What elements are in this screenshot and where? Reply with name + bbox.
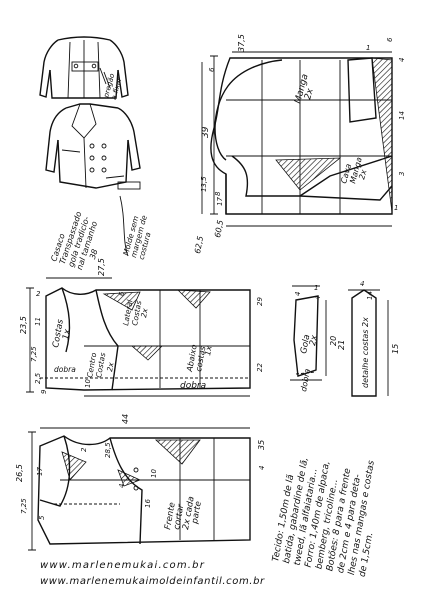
svg-text:1: 1 <box>394 204 398 212</box>
svg-text:2x: 2x <box>357 168 368 180</box>
svg-text:39: 39 <box>201 126 211 138</box>
svg-text:17: 17 <box>36 467 44 476</box>
svg-text:16: 16 <box>144 499 152 508</box>
svg-text:Costas: Costas <box>130 300 143 326</box>
svg-text:costas: costas <box>194 346 207 373</box>
svg-text:dobra: dobra <box>180 381 206 391</box>
svg-text:23,5: 23,5 <box>19 316 28 334</box>
svg-text:2x: 2x <box>308 334 320 347</box>
svg-text:2,5: 2,5 <box>34 372 42 384</box>
svg-text:10: 10 <box>150 469 158 478</box>
svg-text:3: 3 <box>398 172 406 176</box>
svg-text:7,25: 7,25 <box>30 346 38 362</box>
svg-text:4: 4 <box>398 58 406 62</box>
svg-text:5: 5 <box>38 515 46 520</box>
svg-text:1: 1 <box>366 44 370 52</box>
svg-text:4: 4 <box>294 292 302 296</box>
svg-text:8: 8 <box>214 191 222 196</box>
svg-text:2x: 2x <box>139 307 150 318</box>
svg-text:28,5: 28,5 <box>104 442 112 458</box>
footer-urls: www.marlenemukai.com.br www.marlenemukai… <box>40 560 265 587</box>
svg-text:10: 10 <box>84 379 92 388</box>
svg-text:22: 22 <box>256 363 264 372</box>
svg-text:Frente: Frente <box>163 502 178 531</box>
svg-text:dobra: dobra <box>54 365 76 374</box>
svg-text:26,5: 26,5 <box>15 464 24 482</box>
svg-text:1x: 1x <box>203 345 214 356</box>
front-texts: Frente cortar 2x cada parte 44 26,5 7,25… <box>15 414 266 531</box>
svg-text:13,5: 13,5 <box>200 176 208 192</box>
pointer-line <box>103 71 111 89</box>
svg-text:6: 6 <box>208 67 216 72</box>
sleeve-pattern <box>201 51 393 227</box>
svg-text:7,25: 7,25 <box>20 498 28 514</box>
svg-text:4: 4 <box>118 484 126 488</box>
svg-text:1: 1 <box>314 284 318 292</box>
svg-text:17: 17 <box>216 197 224 206</box>
svg-text:2: 2 <box>80 447 88 452</box>
svg-text:1x: 1x <box>61 328 73 341</box>
svg-text:4: 4 <box>360 280 364 288</box>
svg-text:2x: 2x <box>303 87 316 101</box>
svg-text:2x: 2x <box>105 361 116 372</box>
svg-text:9: 9 <box>40 389 48 394</box>
note-arrow <box>119 195 129 257</box>
svg-text:Gola: Gola <box>299 334 312 355</box>
back-detail-pattern <box>348 289 389 397</box>
collar-pattern <box>290 285 327 381</box>
svg-text:parte: parte <box>190 500 204 525</box>
svg-text:2: 2 <box>36 290 41 298</box>
svg-text:14: 14 <box>366 291 374 300</box>
svg-text:Costas: Costas <box>51 318 66 348</box>
svg-text:37,5: 37,5 <box>237 34 246 52</box>
svg-text:14: 14 <box>398 111 406 120</box>
svg-text:60,5: 60,5 <box>213 219 225 238</box>
svg-text:Costas: Costas <box>94 352 107 378</box>
seam-note: Molde sem margem de costura <box>121 214 152 261</box>
svg-text:29: 29 <box>256 297 264 306</box>
front-pattern <box>28 427 251 551</box>
svg-text:Centro: Centro <box>85 352 98 379</box>
back-detail-texts: detalhe costas 2x 4 14 21 15 <box>337 280 400 388</box>
pregao-label: pregão a fixar <box>102 73 124 101</box>
svg-text:6: 6 <box>386 37 394 42</box>
back-pattern <box>26 277 251 397</box>
back-texts: Costas 1x Centro Costas 2x Lateral Costa… <box>19 258 264 394</box>
jacket-back-view <box>39 36 129 99</box>
svg-text:dobra: dobra <box>299 368 312 393</box>
svg-text:6: 6 <box>118 291 126 296</box>
svg-text:62,5: 62,5 <box>193 235 205 254</box>
svg-text:cortar: cortar <box>172 503 186 530</box>
svg-text:detalhe costas 2x: detalhe costas 2x <box>361 317 370 388</box>
url-line-1: www.marlenemukai.com.br <box>40 560 205 571</box>
svg-text:20: 20 <box>329 336 338 346</box>
collar-texts: Gola 2x 20 4 1 4 dobra <box>294 284 338 392</box>
svg-text:15: 15 <box>391 344 400 354</box>
svg-text:21: 21 <box>337 340 346 350</box>
svg-text:35: 35 <box>257 440 266 450</box>
svg-text:38: 38 <box>88 248 100 260</box>
svg-text:11: 11 <box>34 317 42 326</box>
svg-text:4: 4 <box>314 296 322 300</box>
svg-text:4: 4 <box>258 466 266 470</box>
jacket-sketch <box>39 36 141 190</box>
jacket-front-view <box>45 103 141 190</box>
svg-text:27,5: 27,5 <box>97 258 106 276</box>
sleeve-texts: Manga 2x Cava Manga 2x 37,5 6 1 4 39 13,… <box>193 34 406 254</box>
materials-block: Tecido: 1,50m de lã batida, gabardine de… <box>271 457 377 578</box>
svg-text:44: 44 <box>121 414 130 424</box>
url-line-2: www.marlenemukaimoldeinfantil.com.br <box>40 576 265 587</box>
